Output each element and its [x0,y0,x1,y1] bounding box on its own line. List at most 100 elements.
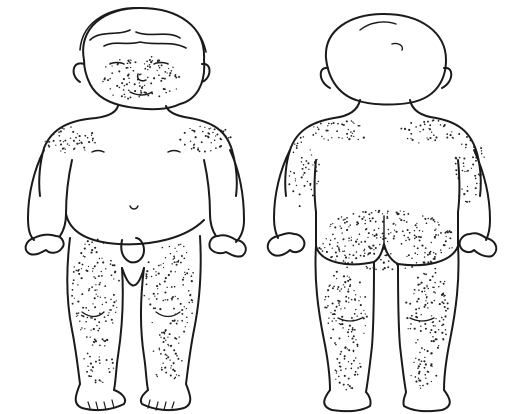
rash-dot [419,385,420,386]
rash-dot [432,275,434,277]
rash-dot [423,273,425,275]
rash-dot [58,131,60,133]
rash-dot [317,127,318,128]
rash-dot [330,224,331,225]
rash-dot [363,216,365,218]
rash-dot [408,254,410,256]
rash-dot [85,307,87,309]
rash-dot [301,142,302,143]
rash-dot [364,241,366,243]
rash-dot [99,258,100,259]
rash-dot [98,321,100,323]
rash-dot [322,243,324,245]
rash-dot [421,360,423,362]
rash-dot [303,172,305,174]
rash-dot [413,293,414,294]
rash-dot [188,302,190,304]
rash-dot [474,175,476,177]
rash-dot [299,193,301,195]
rash-dot [418,298,420,300]
rash-dot [463,162,465,164]
rash-dot [94,265,96,267]
rash-dot [87,137,89,139]
rash-dot [363,255,365,257]
rash-dot [405,268,406,269]
rash-dot [415,342,417,344]
rash-dot [98,283,100,285]
rash-dot [351,363,353,365]
rash-dot [296,185,297,186]
rash-dot [438,224,440,226]
rash-dot [344,347,346,349]
rash-dot [463,157,465,159]
rash-dot [187,322,188,323]
rash-dot [202,131,203,132]
rash-dot [353,213,355,215]
rash-dot [481,153,483,155]
rash-dot [60,150,61,151]
rash-dot [373,253,375,255]
rash-dot [444,306,446,308]
rash-dot [440,252,442,254]
rash-dot [165,299,166,300]
rash-dot [221,130,223,132]
rash-dot [110,63,111,64]
rash-dot [93,342,95,344]
rash-dot [153,293,155,295]
rash-dot [423,261,425,263]
rash-dot [434,325,435,326]
rash-dot [334,342,336,344]
rash-dot [292,190,294,192]
rash-dot [421,314,422,315]
rash-dot [178,375,180,377]
rash-dot [347,291,349,293]
rash-dot [156,374,158,376]
rash-dot [47,141,49,143]
rash-dot [351,299,353,301]
rash-dot [177,358,179,360]
rash-dot [475,194,477,196]
rash-dot [72,283,74,285]
rash-dot [110,299,112,301]
rash-dot [77,315,78,316]
rash-dot [475,160,477,162]
rash-dot [324,306,326,308]
rash-dot [71,295,73,297]
rash-dot [171,263,172,264]
rash-dot [475,157,477,159]
rash-dot [310,149,311,150]
rash-dot [425,328,427,330]
rash-dot [344,281,346,283]
rash-dot [340,353,342,355]
rash-dot [160,264,161,265]
rash-dot [295,178,296,179]
rash-dot [170,345,172,347]
rash-dot [195,136,197,138]
rash-dot [170,253,171,254]
rash-dot [84,149,85,150]
rash-dot [353,136,354,137]
rash-dot [348,378,350,380]
rash-dot [429,128,431,130]
rash-dot [105,302,107,304]
rash-dot [73,271,75,273]
rash-dot [91,135,92,136]
rash-dot [105,66,107,68]
rash-dot [174,75,176,77]
rash-dot [157,70,158,71]
rash-dot [138,96,140,98]
rash-dot [434,282,436,284]
rash-dot [119,59,121,61]
rash-dot [130,67,131,68]
rash-dot [53,133,55,135]
rash-dot [356,344,358,346]
rash-dot [318,164,320,166]
rash-dot [445,310,447,312]
rash-dot [228,137,230,139]
rash-dot [301,176,303,178]
rash-dot [431,218,433,220]
rash-dot [390,232,391,233]
rash-dot [434,229,436,231]
rash-dot [348,288,349,289]
rash-dot [359,363,360,364]
